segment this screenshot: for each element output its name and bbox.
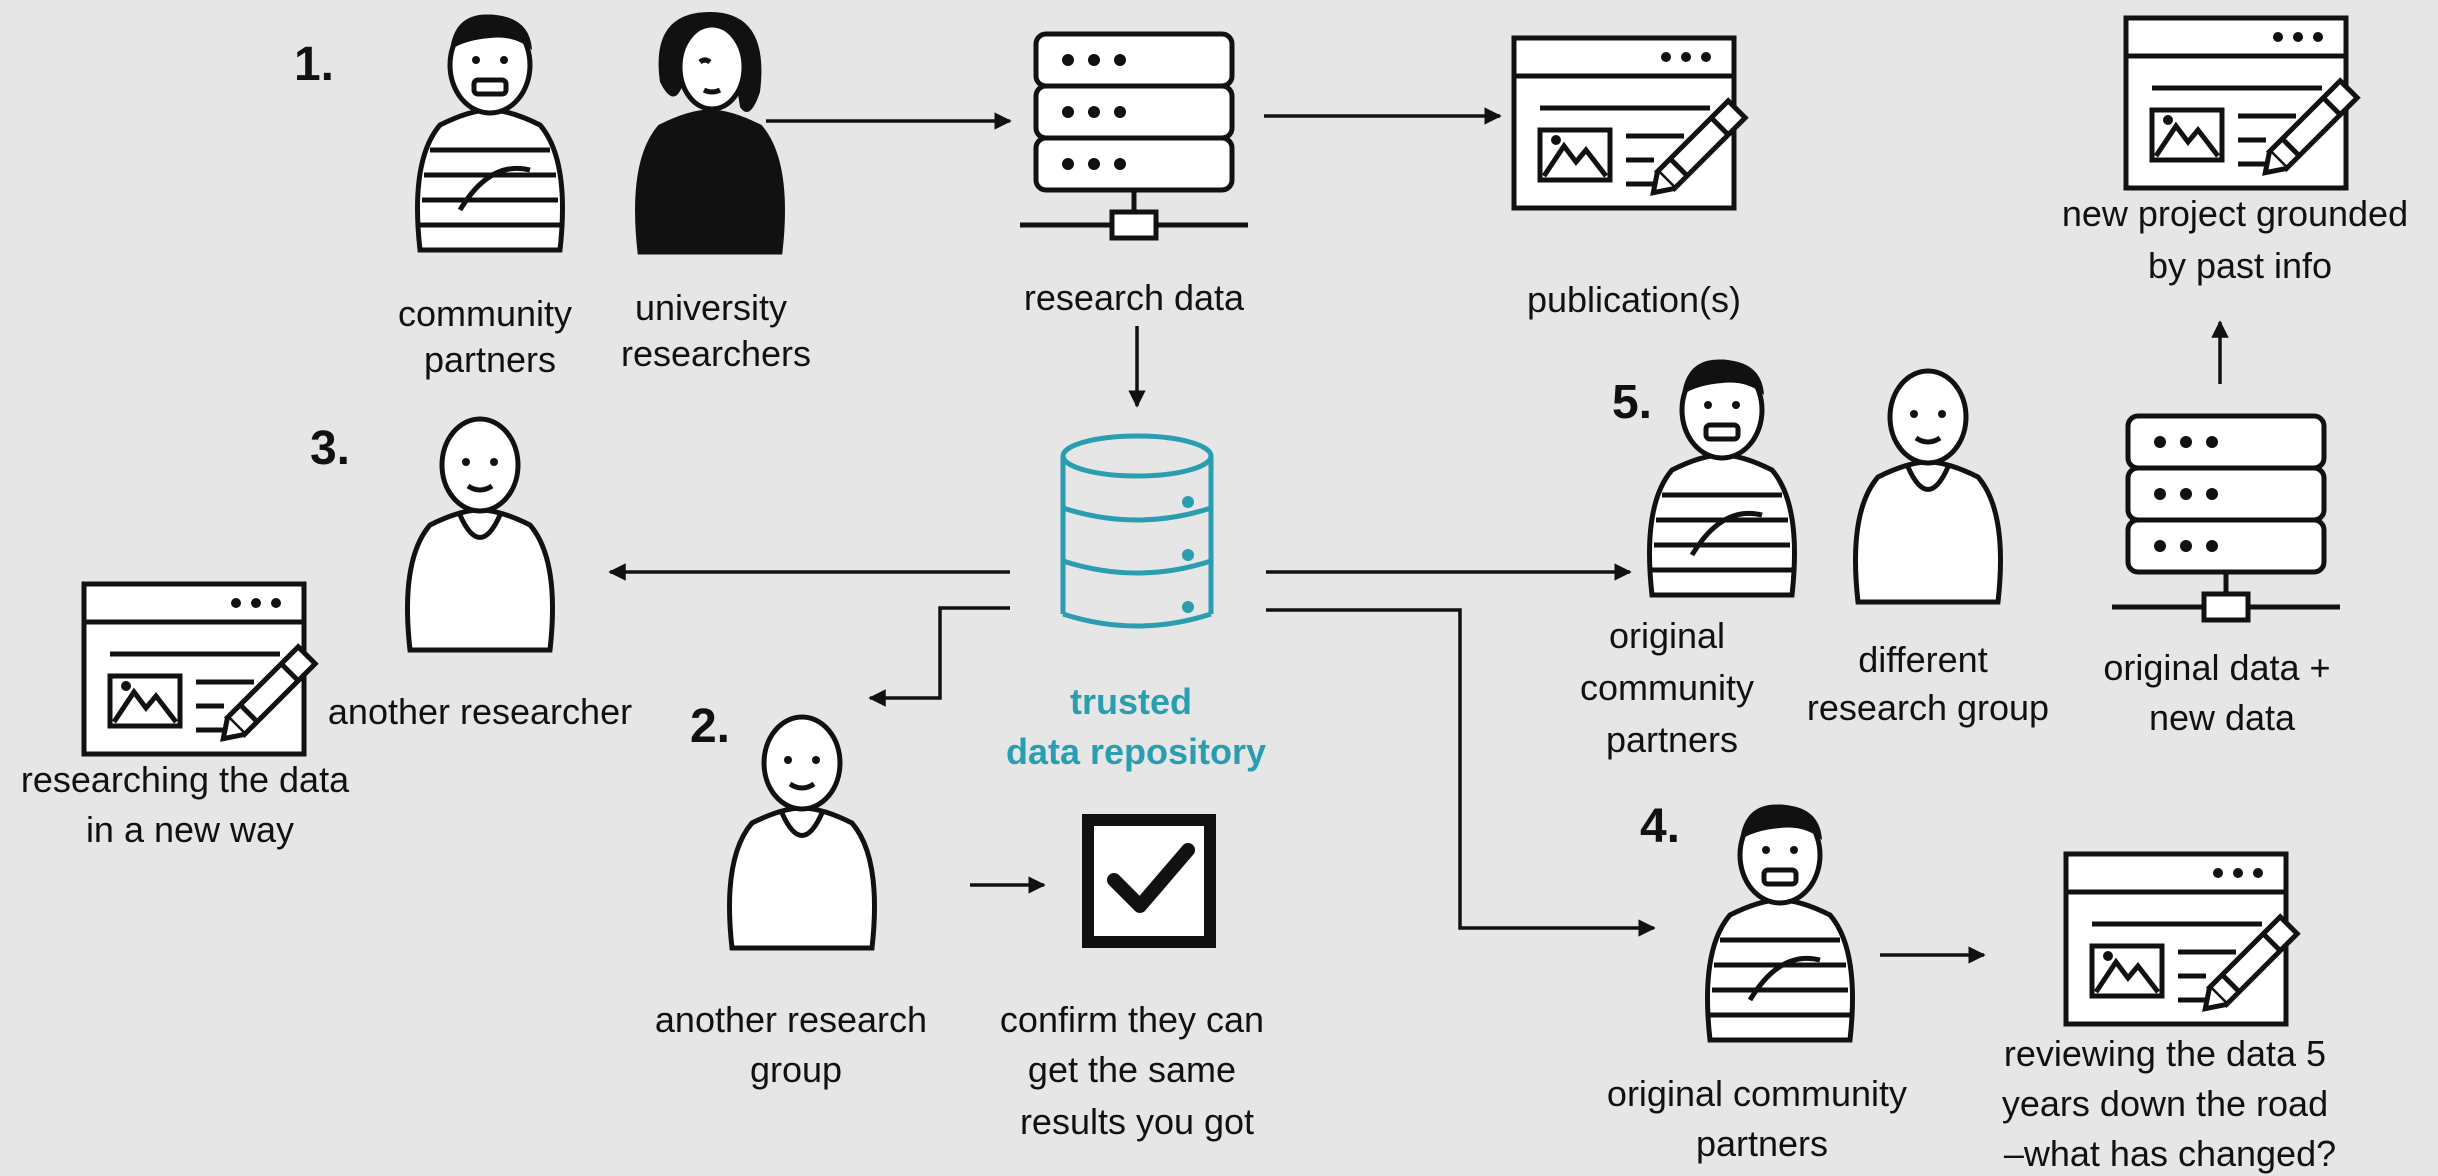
reviewing-data-label: reviewing the data 5 years down the road… bbox=[2002, 1033, 2338, 1174]
another-research-group-label: another research group bbox=[655, 999, 937, 1090]
new-way-document-icon bbox=[84, 584, 315, 754]
arrow-repository-to-research-group bbox=[868, 606, 1010, 707]
step-number-3: 3. bbox=[310, 422, 350, 475]
step-number-4: 4. bbox=[1640, 800, 1680, 853]
another-researcher-label: another researcher bbox=[328, 691, 632, 732]
new-project-label: new project grounded by past info bbox=[2062, 193, 2418, 286]
reviewing-document-icon bbox=[2066, 854, 2297, 1024]
original-community-partners-5-label: original community partners bbox=[1580, 615, 1764, 760]
community-partners-label: community partners bbox=[398, 293, 582, 380]
database-icon bbox=[1060, 433, 1214, 629]
university-researcher-person-icon bbox=[638, 12, 783, 252]
original-community-partner-4-person-icon bbox=[1708, 804, 1853, 1040]
different-research-group-person-icon bbox=[1856, 371, 2001, 602]
research-data-server-icon bbox=[1020, 34, 1248, 238]
another-researcher-person-icon bbox=[408, 419, 553, 650]
researching-new-way-label: researching the data in a new way bbox=[21, 759, 359, 850]
new-project-document-icon bbox=[2126, 18, 2357, 188]
original-community-partners-4-label: original community partners bbox=[1607, 1073, 1917, 1164]
checkbox-icon bbox=[1082, 814, 1216, 948]
university-researchers-label: university researchers bbox=[621, 287, 811, 374]
trusted-repository-label: trusted data repository bbox=[1006, 681, 1266, 772]
another-research-group-person-icon bbox=[730, 717, 875, 948]
original-plus-new-data-server-icon bbox=[2112, 416, 2340, 620]
arrow-repository-to-step4 bbox=[1266, 608, 1656, 937]
original-plus-new-data-label: original data + new data bbox=[2103, 647, 2340, 738]
publications-label: publication(s) bbox=[1527, 279, 1741, 320]
different-research-group-label: different research group bbox=[1807, 639, 2049, 728]
community-partner-person-icon bbox=[418, 14, 563, 250]
confirm-same-results-label: confirm they can get the same results yo… bbox=[1000, 999, 1274, 1142]
step-number-5: 5. bbox=[1612, 376, 1652, 429]
original-community-partner-5-person-icon bbox=[1650, 359, 1795, 595]
step-number-1: 1. bbox=[294, 38, 334, 91]
publication-document-icon bbox=[1514, 38, 1745, 208]
research-data-label: research data bbox=[1024, 277, 1245, 318]
step-number-2: 2. bbox=[690, 700, 730, 753]
